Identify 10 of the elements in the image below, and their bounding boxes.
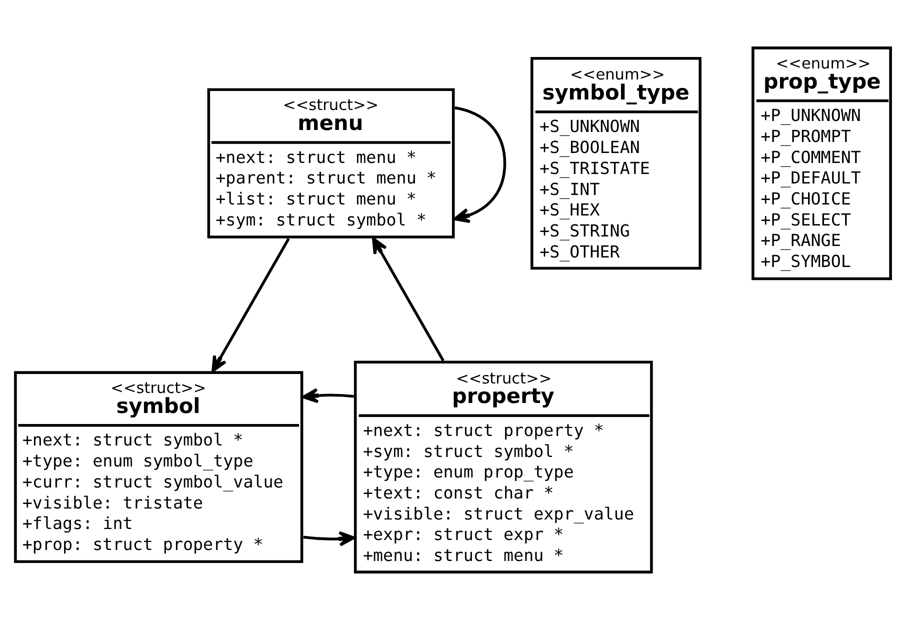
node-box: <<struct>> symbol +next: struct symbol * +type: enum symbol_type +curr: struct symbol_value +visible: tristate +flags: int +prop: struct property *: [14, 370, 304, 563]
arrow: [453, 106, 506, 222]
arrow: [212, 238, 290, 372]
node-box: <<enum>> symbol_type +S_UNKNOWN +S_BOOLEAN +S_TRISTATE +S_INT +S_HEX +S_STRING +S_OTHER: [530, 56, 702, 270]
node-box: <<enum>> prop_type +P_UNKNOWN +P_PROMPT +P_COMMENT +P_DEFAULT +P_CHOICE +P_SELECT +P_RANGE +P_SYMBOL: [752, 46, 892, 280]
arrow: [303, 530, 356, 546]
arrow: [302, 388, 354, 403]
node-box: <<struct>> property +next: struct property * +sym: struct symbol * +type: enum prop_type +text: const char * +visible: struct expr_value +expr: struct expr * +menu: struct menu *: [354, 360, 653, 573]
arrow: [372, 236, 444, 361]
node-box: <<struct>> menu +next: struct menu * +parent: struct menu * +list: struct menu * +sym: struct symbol *: [207, 88, 455, 238]
